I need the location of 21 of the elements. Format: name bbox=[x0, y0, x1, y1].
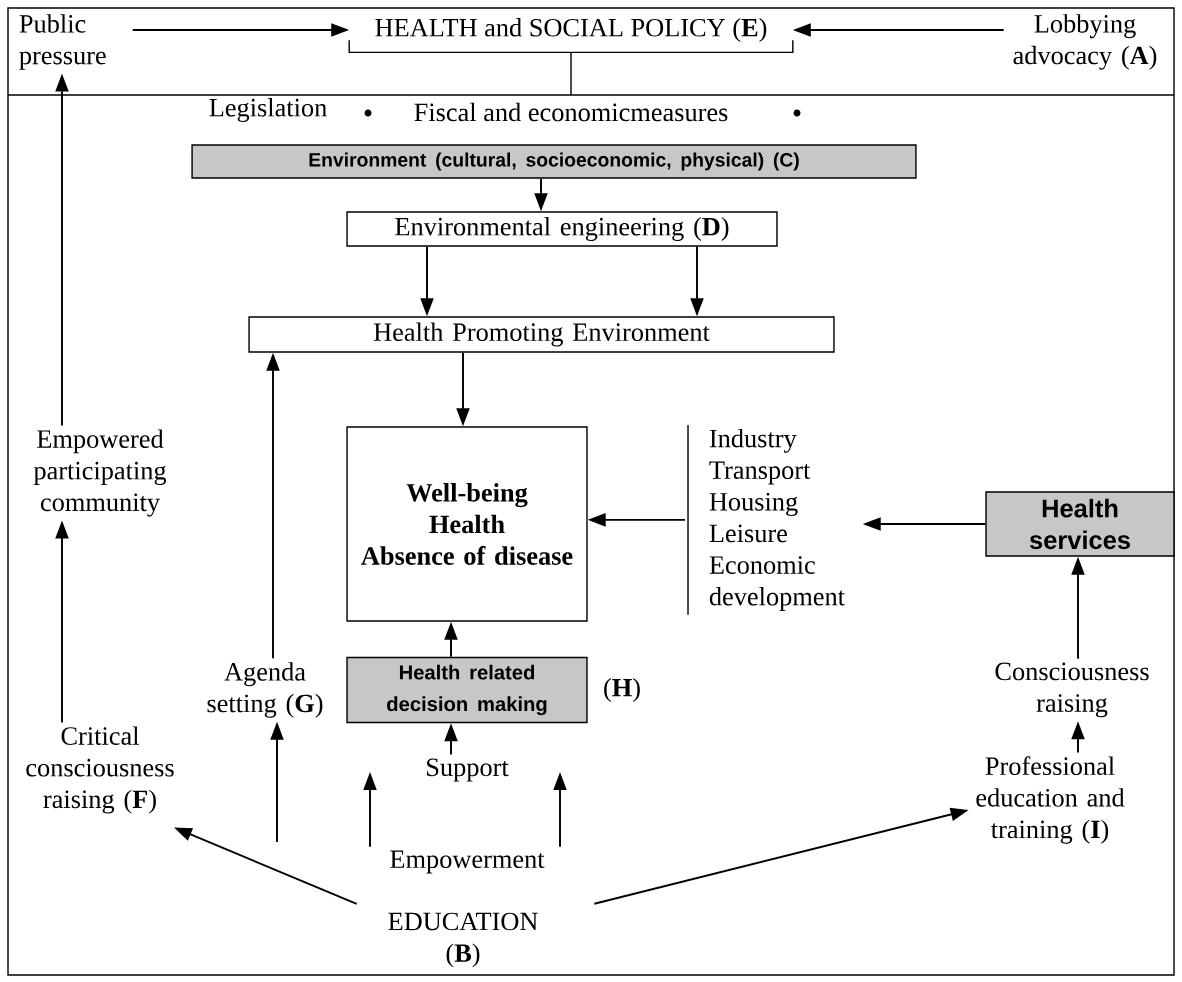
text-label: Agenda setting (G) bbox=[207, 662, 323, 718]
process-box: Environmental engineering (D) bbox=[346, 211, 778, 247]
highlighted-box: Environment (cultural, socioeconomic, physical) (C) bbox=[191, 144, 917, 179]
text-label: Professional education and training (I) bbox=[976, 756, 1125, 844]
process-box: Health Promoting Environment bbox=[248, 316, 835, 353]
highlighted-box: Health services bbox=[985, 491, 1175, 557]
bracketed-list: Industry Transport Housing Leisure Economic development bbox=[687, 424, 845, 616]
process-box: Well-being Health Absence of disease bbox=[346, 426, 588, 622]
bracketed-heading: HEALTH and SOCIAL POLICY (E) bbox=[348, 18, 794, 54]
side-label: (H) bbox=[604, 678, 640, 702]
text-label: Public pressure bbox=[19, 14, 106, 70]
text-label: Empowered participating community bbox=[33, 429, 167, 517]
text-label: Fiscal and economicmeasures bbox=[414, 102, 728, 122]
text-label: Critical consciousness raising (F) bbox=[26, 726, 174, 814]
text-label: Consciousness raising bbox=[995, 662, 1149, 718]
text-label: Lobbying advocacy (A) bbox=[1013, 14, 1157, 70]
text-label: Legislation bbox=[209, 98, 327, 122]
highlighted-box: Health related decision making bbox=[346, 656, 588, 724]
text-label: Empowerment bbox=[390, 850, 545, 874]
text-label: Support bbox=[427, 758, 509, 782]
text-label: EDUCATION (B) bbox=[388, 912, 538, 968]
